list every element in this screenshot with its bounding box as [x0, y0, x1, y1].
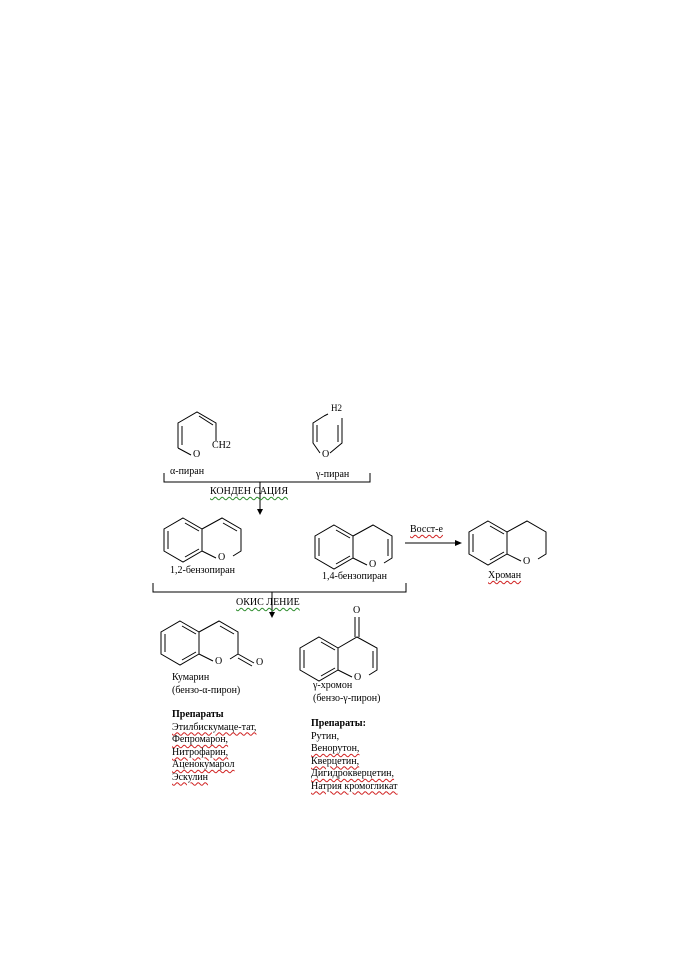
benzopyran-12-o-label: O: [218, 552, 226, 563]
chromone-label: γ-хромон: [313, 680, 353, 691]
reduction-label: Восст-е: [410, 524, 443, 535]
condensation-bracket: [163, 473, 371, 483]
coumarin-label: Кумарин: [172, 672, 210, 683]
reduction-arrowhead: [455, 540, 462, 546]
drugs-left-list: Препараты Этилбискумаце-тат, Фепромарон,…: [172, 709, 256, 784]
drug-item: Нитрофарин,: [172, 746, 229, 758]
condensation-label: КОНДЕН САЦИЯ: [210, 486, 289, 497]
gamma-pyran-label: γ-пиран: [316, 469, 350, 480]
chromone-structure: [299, 617, 378, 682]
coumarin-carbonyl-o-label: O: [256, 657, 264, 668]
drug-item: Дигидрокверцетин,: [311, 768, 395, 779]
drugs-right-list: Препараты: Рутин, Венорутон, Кверцетин, …: [311, 718, 398, 793]
drug-item: Рутин,: [311, 730, 340, 742]
alpha-pyran-structure: [177, 411, 217, 456]
drugs-left-heading: Препараты: [172, 709, 224, 720]
drug-item: Фепромарон,: [172, 734, 229, 745]
drug-item: Натрия кромогликат: [311, 780, 398, 792]
coumarin-subtitle: (бензо-α-пирон): [172, 685, 241, 696]
oxidation-label: ОКИС ЛЕНИЕ: [236, 597, 300, 608]
drug-item: Аценокумарол: [172, 759, 235, 770]
benzopyran-14-structure: [314, 524, 393, 570]
alpha-pyran-o-label: O: [193, 449, 201, 460]
benzopyran-12-label: 1,2-бензопиран: [170, 565, 235, 576]
drug-item: Венорутон,: [311, 743, 360, 754]
drugs-right-heading: Препараты:: [311, 718, 366, 729]
benzopyran-14-o-label: O: [369, 559, 377, 570]
benzopyran-14-label: 1,4-бензопиран: [322, 571, 387, 582]
gamma-pyran-h2-label: H2: [331, 403, 342, 413]
oxidation-arrowhead: [269, 612, 275, 618]
coumarin-ring-o-label: O: [215, 656, 223, 667]
chromone-carbonyl-o-label: O: [353, 605, 361, 616]
alpha-pyran-label: α-пиран: [170, 466, 205, 477]
coumarin-structure: [160, 620, 255, 667]
drug-item: Кверцетин,: [311, 755, 360, 767]
condensation-arrowhead: [257, 509, 263, 515]
chroman-o-label: O: [523, 556, 531, 567]
chroman-structure: [468, 520, 547, 566]
oxidation-bracket: [152, 583, 407, 593]
benzopyran-12-structure: [163, 517, 242, 563]
gamma-pyran-structure: [312, 413, 343, 454]
gamma-pyran-o-label: O: [322, 449, 330, 460]
chromone-ring-o-label: O: [354, 672, 362, 683]
chroman-label: Хроман: [488, 570, 522, 581]
alpha-pyran-ch2-label: CH2: [212, 440, 231, 451]
drug-item: Этилбискумаце-тат,: [172, 721, 257, 733]
drug-item: Эскулин: [172, 771, 209, 783]
chromone-subtitle: (бензо-γ-пирон): [313, 693, 381, 704]
